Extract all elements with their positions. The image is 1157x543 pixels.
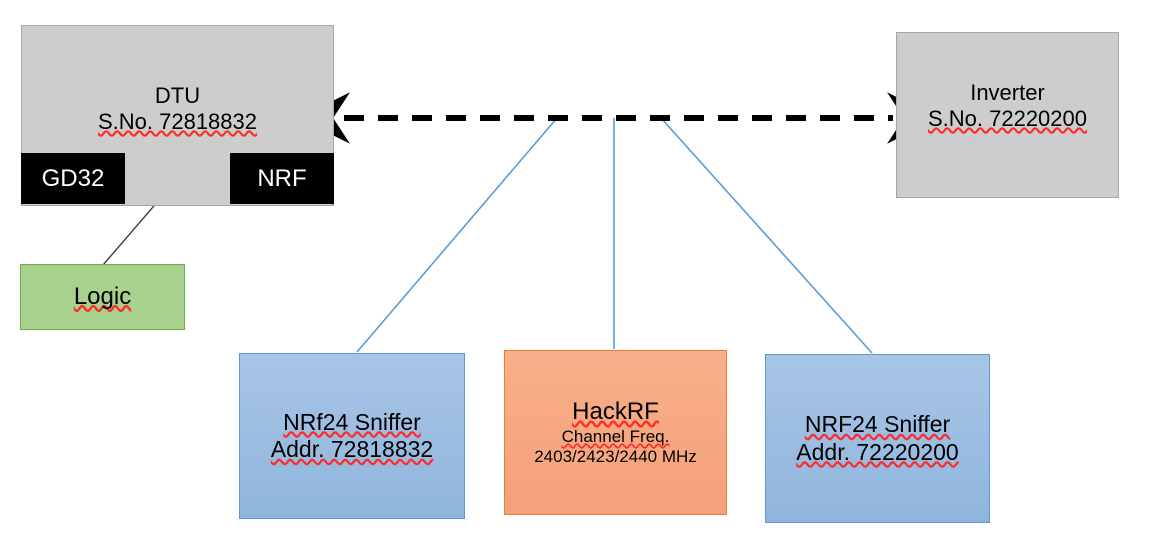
dtu-serial: S.No. 72818832 — [97, 108, 258, 134]
hackrf-frequencies: 2403/2423/2440 MHz — [534, 446, 697, 466]
node-gd32[interactable]: GD32 — [21, 153, 125, 204]
inverter-title: Inverter — [970, 80, 1045, 105]
sniffer-left-address: Addr. 72818832 — [270, 436, 434, 462]
gd32-label: GD32 — [41, 164, 105, 192]
node-hackrf[interactable]: HackRF Channel Freq. 2403/2423/2440 MHz — [504, 350, 727, 515]
sniffer-left-title: NRf24 Sniffer — [283, 408, 421, 435]
inverter-serial: S.No. 72220200 — [927, 105, 1088, 131]
sniffer-right-title: NRF24 Sniffer — [804, 411, 951, 438]
logic-label: Logic — [73, 282, 132, 310]
node-sniffer-left[interactable]: NRf24 Sniffer Addr. 72818832 — [239, 353, 465, 519]
dtu-title: DTU — [154, 83, 201, 108]
node-inverter[interactable]: Inverter S.No. 72220200 — [896, 32, 1119, 198]
hackrf-title: HackRF — [572, 398, 659, 426]
hackrf-channel-label: Channel Freq. — [561, 426, 670, 446]
nrf-label: NRF — [257, 164, 307, 192]
sniffer-right-address: Addr. 72220200 — [796, 438, 959, 465]
connector-tap-right — [660, 117, 873, 354]
connector-tap-left — [356, 117, 558, 353]
node-sniffer-right[interactable]: NRF24 Sniffer Addr. 72220200 — [765, 354, 990, 523]
node-nrf[interactable]: NRF — [230, 153, 334, 204]
node-logic[interactable]: Logic — [20, 264, 185, 330]
